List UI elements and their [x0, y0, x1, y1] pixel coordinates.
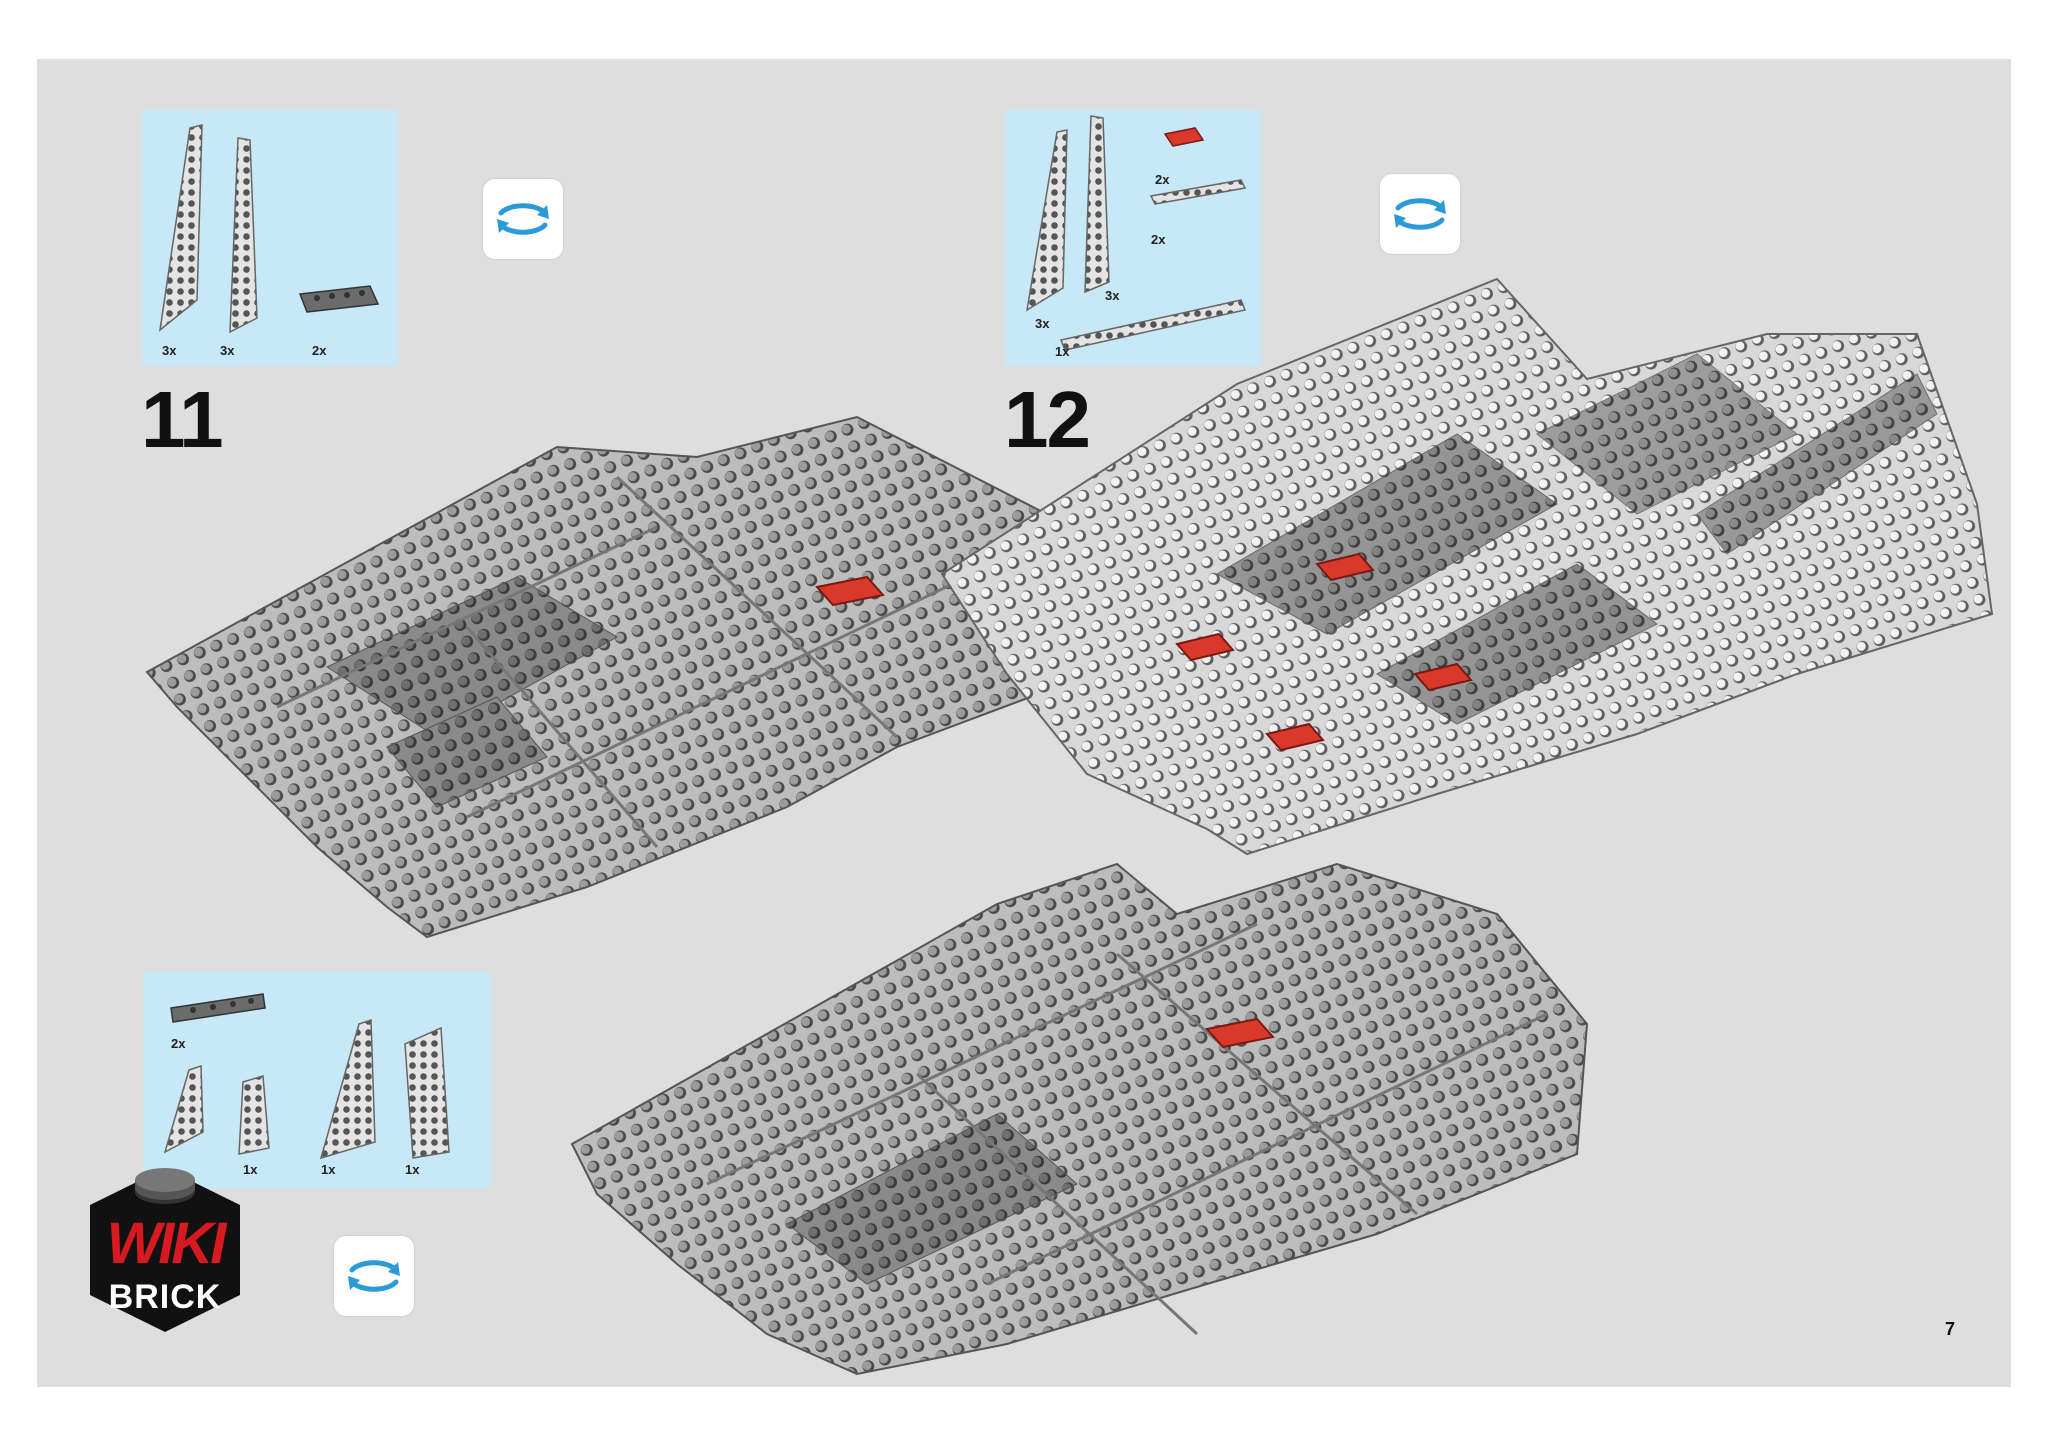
- parts-illustration: [143, 972, 491, 1188]
- rotate-model-icon: [334, 1236, 414, 1316]
- part-quantity: 1x: [321, 1162, 335, 1177]
- logo-line-1: WIKI: [88, 1210, 242, 1277]
- rotate-model-icon: [483, 179, 563, 259]
- part-quantity: 2x: [1151, 232, 1165, 247]
- part-quantity: 3x: [162, 343, 176, 358]
- part-quantity: 2x: [1155, 172, 1169, 187]
- rotate-model-icon: [1380, 174, 1460, 254]
- instruction-page: 3x 3x 2x 11 2x 2x 3x 3x 1x 12: [37, 59, 2011, 1387]
- part-quantity: 3x: [220, 343, 234, 358]
- part-quantity: 2x: [312, 343, 326, 358]
- part-quantity: 2x: [171, 1036, 185, 1051]
- step-parts-callout: 2x 1x 1x 1x: [143, 972, 491, 1188]
- step-11-parts-illustration: [142, 110, 398, 366]
- part-quantity: 1x: [405, 1162, 419, 1177]
- wiki-brick-logo: WIKI BRICK: [80, 1160, 250, 1340]
- page-number: 7: [1945, 1319, 1955, 1340]
- logo-line-2: BRICK: [88, 1278, 242, 1317]
- step-11-parts-callout: 3x 3x 2x: [142, 110, 398, 366]
- result-model: [557, 764, 1617, 1387]
